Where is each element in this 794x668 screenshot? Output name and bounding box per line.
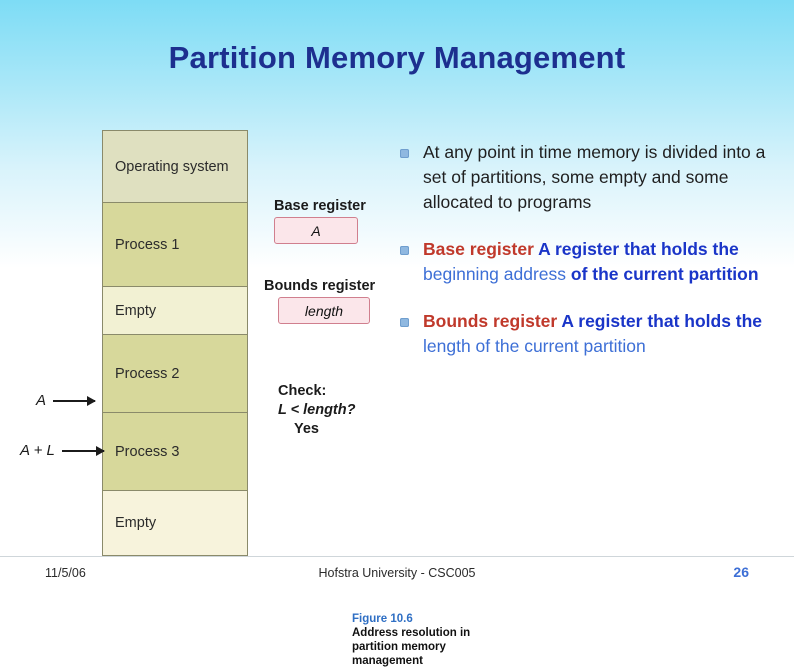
memory-block: Operating system: [103, 131, 247, 203]
check-block: Check: L < length? Yes: [278, 382, 355, 439]
bullet-list: At any point in time memory is divided i…: [400, 140, 780, 381]
check-line-2: L < length?: [278, 402, 356, 418]
memory-block: Empty: [103, 287, 247, 335]
base-register-value: A: [274, 217, 358, 244]
memory-block: Empty: [103, 491, 247, 555]
page-title: Partition Memory Management: [168, 40, 626, 75]
memory-block-label: Empty: [115, 302, 157, 319]
bounds-register-label: Bounds register: [264, 278, 376, 294]
bounds-register-value: length: [278, 297, 370, 324]
pointer-a-plus-l-label: A + L: [20, 442, 55, 459]
base-register-label: Base register: [274, 198, 366, 214]
bullet-text: Base register A register that holds the …: [423, 237, 780, 287]
bullet-item: Bounds register A register that holds th…: [400, 309, 780, 359]
bullet-marker-icon: [400, 246, 409, 255]
figure-caption: Figure 10.6 Address resolution in partit…: [352, 613, 512, 668]
bullet-text-segment: A register that holds the: [533, 239, 739, 259]
memory-block: Process 2: [103, 335, 247, 413]
pointer-a-plus-l: A + L: [20, 442, 105, 459]
bounds-register-group: Bounds register length: [264, 278, 375, 324]
bullet-text: Bounds register A register that holds th…: [423, 309, 780, 359]
pointer-a-label: A: [36, 392, 47, 409]
bullet-text-segment: Base register: [423, 239, 534, 259]
check-line-3: Yes: [294, 421, 319, 437]
footer-page-number: 26: [733, 564, 749, 580]
bullet-text-segment: beginning address: [423, 264, 567, 284]
arrow-right-icon: [53, 395, 97, 406]
bullet-marker-icon: [400, 318, 409, 327]
check-line-1: Check:: [278, 383, 327, 399]
memory-block: Process 1: [103, 203, 247, 287]
bullet-text-segment: A register that holds the: [557, 311, 763, 331]
bullet-text-segment: Bounds register: [423, 311, 558, 331]
memory-block-label: Process 3: [115, 443, 180, 460]
footer-divider: [0, 556, 794, 557]
bullet-text-segment: length of the current partition: [423, 336, 646, 356]
bullet-item: At any point in time memory is divided i…: [400, 140, 780, 215]
memory-block-label: Process 2: [115, 365, 180, 382]
bullet-marker-icon: [400, 149, 409, 158]
pointer-a: A: [36, 392, 97, 409]
bullet-text-segment: of the current partition: [566, 264, 759, 284]
bullet-item: Base register A register that holds the …: [400, 237, 780, 287]
memory-block-label: Process 1: [115, 236, 180, 253]
base-register-group: Base register A: [274, 198, 366, 244]
memory-block-label: Operating system: [115, 158, 229, 175]
figure-caption-text: Address resolution in partition memory m…: [352, 627, 471, 667]
footer-date: 11/5/06: [45, 566, 86, 580]
figure-number: Figure 10.6: [352, 613, 413, 625]
bullet-text: At any point in time memory is divided i…: [423, 140, 780, 215]
memory-block: Process 3: [103, 413, 247, 491]
arrow-right-icon: [61, 445, 105, 456]
memory-block-label: Empty: [115, 515, 157, 531]
footer-center-text: Hofstra University - CSC005: [318, 566, 476, 580]
bullet-text-segment: At any point in time memory is divided i…: [423, 142, 766, 212]
